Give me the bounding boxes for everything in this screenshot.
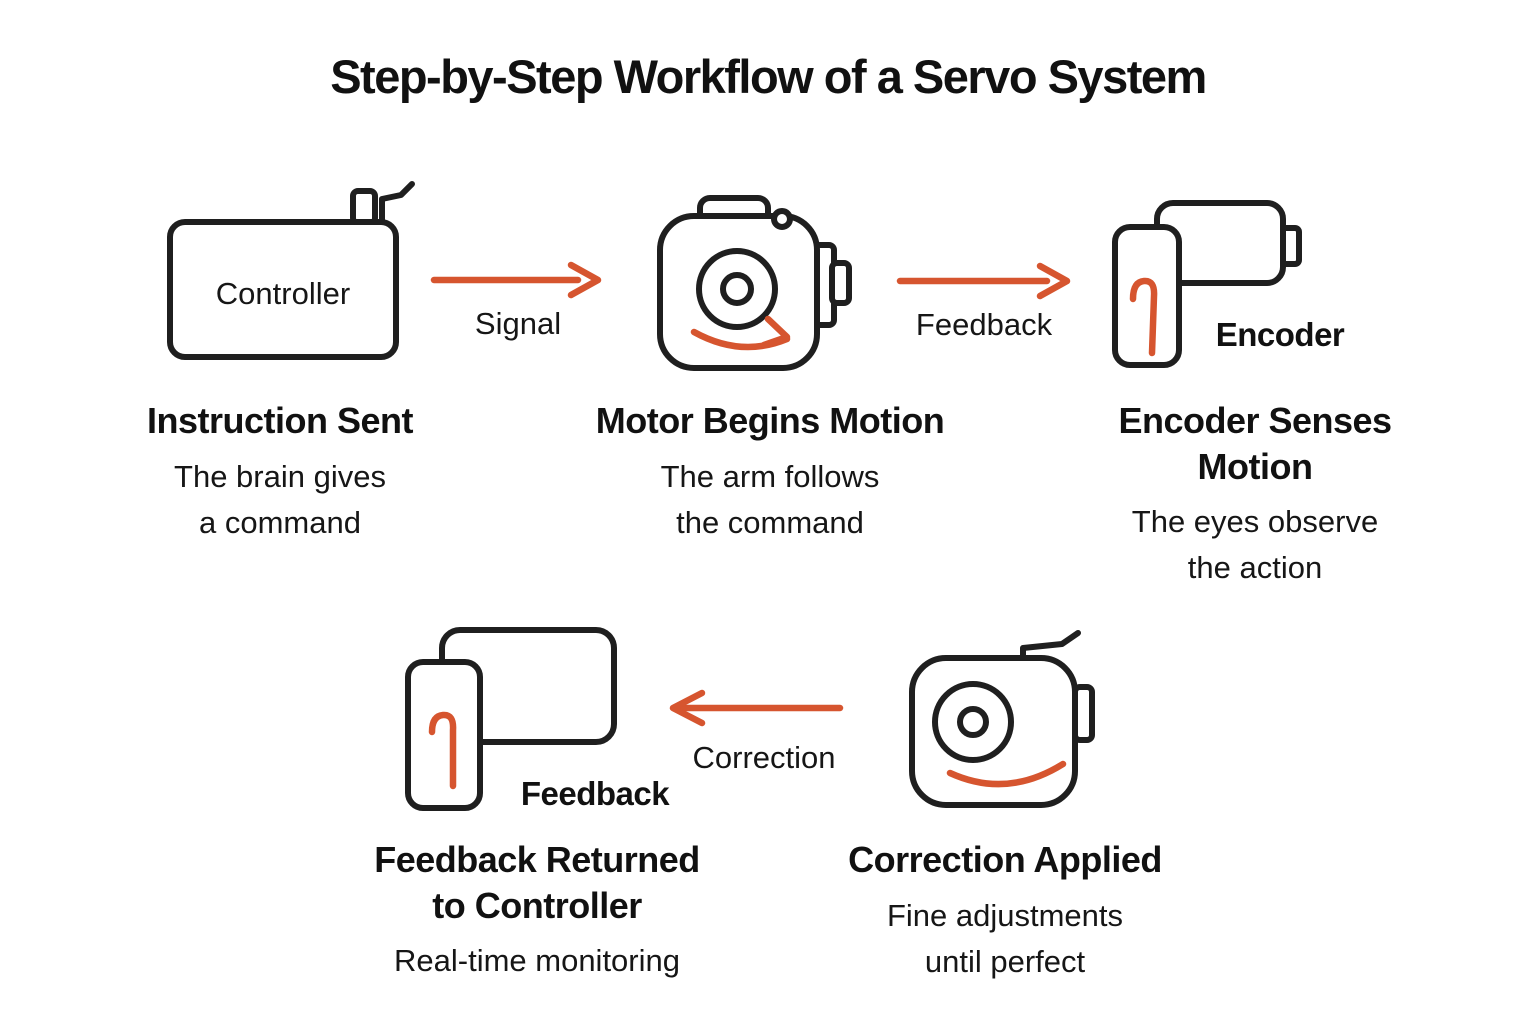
step-heading: Correction Applied [848, 839, 1162, 880]
feedback-arrow-icon [896, 262, 1071, 300]
feedback-device-icon [405, 627, 617, 811]
signal-flow-label: Signal [474, 306, 562, 341]
motor-correction-icon [909, 630, 1095, 808]
controller-box-icon [167, 181, 415, 360]
step-caption-instruction-sent: Instruction Sent The brain gives a comma… [146, 398, 414, 545]
feedback-flow-label: Feedback [915, 307, 1053, 342]
step-caption-motor-begins-motion: Motor Begins Motion The arm follows the … [595, 398, 945, 545]
step-heading: Encoder Senses Motion [1118, 400, 1392, 487]
step-description: The eyes observe the action [1131, 504, 1379, 586]
step-description: Fine adjustments until perfect [886, 897, 1124, 979]
correction-flow-label: Correction [692, 740, 836, 775]
motor-icon [657, 195, 852, 371]
step-caption-feedback-returned: Feedback Returned to Controller Real-tim… [374, 837, 700, 984]
feedback-device-label: Feedback [520, 775, 670, 812]
step-description: The arm follows the command [660, 458, 880, 540]
step-heading: Motor Begins Motion [595, 400, 945, 441]
step-description: The brain gives a command [174, 458, 386, 540]
signal-arrow-icon [430, 261, 602, 299]
encoder-label: Encoder [1215, 316, 1345, 353]
step-description: Real-time monitoring [394, 943, 680, 979]
step-caption-correction-applied: Correction Applied Fine adjustments unti… [848, 837, 1162, 984]
step-heading: Feedback Returned to Controller [374, 839, 700, 926]
step-caption-encoder-senses-motion: Encoder Senses Motion The eyes observe t… [1118, 398, 1392, 591]
step-heading: Instruction Sent [146, 400, 414, 441]
controller-label: Controller [215, 276, 351, 311]
correction-arrow-icon [669, 689, 844, 727]
page-title: Step-by-Step Workflow of a Servo System [330, 50, 1207, 103]
encoder-icon [1112, 200, 1302, 368]
